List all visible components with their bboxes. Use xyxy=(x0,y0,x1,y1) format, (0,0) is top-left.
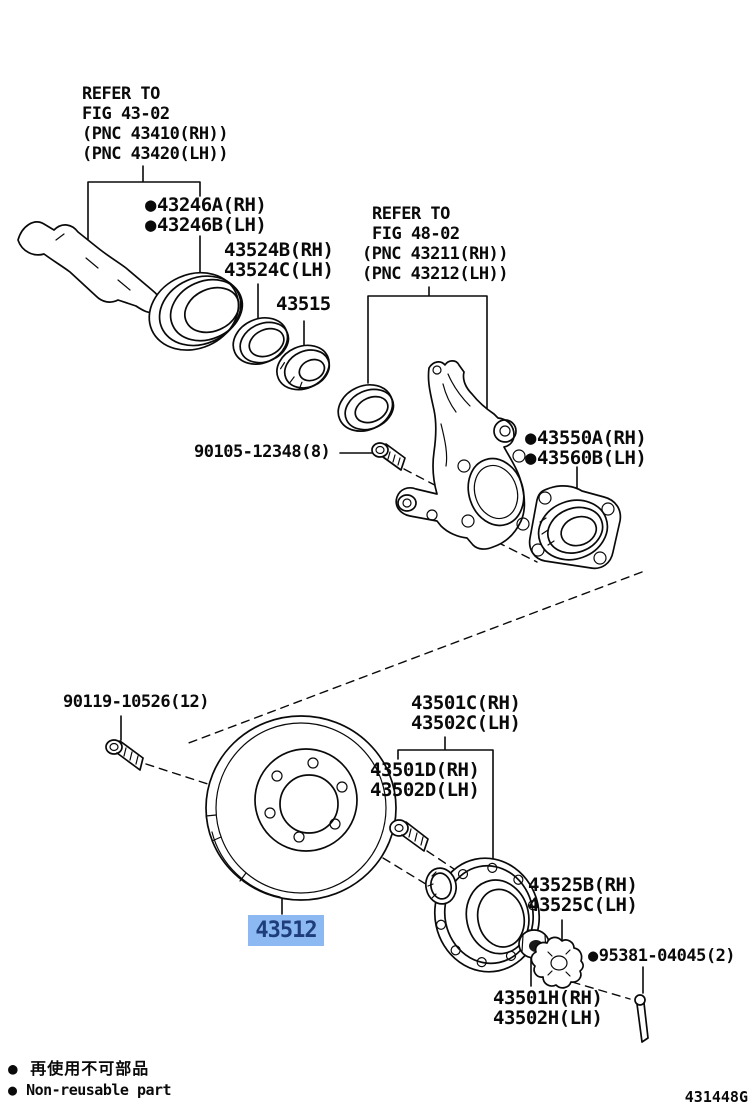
part-number: 43560B(LH) xyxy=(536,447,647,469)
refer-line: (PNC 43212(LH)) xyxy=(362,264,509,284)
part-number: 90105-12348(8) xyxy=(194,442,331,462)
non-reusable-bullet: ● xyxy=(145,194,156,216)
part-number: 43246B(LH) xyxy=(156,214,267,236)
knuckle-bolt-drawing xyxy=(371,442,406,471)
part-label-43550[interactable]: ●43550A(RH) ●43560B(LH) xyxy=(525,427,647,469)
figure-code: 431448G xyxy=(684,1088,748,1106)
refer-line: FIG 48-02 xyxy=(372,224,460,244)
part-number: 43524C(LH) xyxy=(224,259,334,281)
axle-hub-snout-drawing xyxy=(425,867,457,905)
non-reusable-bullet: ● xyxy=(525,427,536,449)
refer-line: (PNC 43410(RH)) xyxy=(82,124,229,144)
steering-knuckle-drawing xyxy=(395,360,530,550)
refer-line: (PNC 43211(RH)) xyxy=(362,244,509,264)
hub-bolt-drawing xyxy=(389,819,429,852)
part-label-43515[interactable]: 43515 xyxy=(276,294,331,314)
axle-hub-drawing xyxy=(433,857,541,973)
legend-text-jp: 再使用不可部品 xyxy=(30,1059,150,1078)
part-number: 95381-04045(2) xyxy=(598,946,736,966)
part-label-43246[interactable]: ●43246A(RH) ●43246B(LH) xyxy=(145,194,267,236)
part-number: 43550A(RH) xyxy=(536,427,647,449)
inner-seal-drawing xyxy=(337,384,395,432)
part-label-95381[interactable]: ●95381-04045(2) xyxy=(588,946,736,966)
part-label-43501d[interactable]: 43501D(RH) 43502D(LH) xyxy=(370,759,480,801)
legend: ● 再使用不可部品 ● Non-reusable part xyxy=(8,1058,172,1100)
disc-bolt-drawing xyxy=(105,739,144,771)
part-number: 43525C(LH) xyxy=(528,894,638,916)
bearing-drawing xyxy=(276,344,331,391)
part-label-90119[interactable]: 90119-10526(12) xyxy=(63,692,210,712)
non-reusable-bullet: ● xyxy=(145,214,156,236)
part-label-43524[interactable]: 43524B(RH) 43524C(LH) xyxy=(224,239,334,281)
refer-line: FIG 43-02 xyxy=(82,104,170,124)
part-number: 43502D(LH) xyxy=(370,779,480,801)
non-reusable-bullet: ● xyxy=(525,447,536,469)
part-number: 43515 xyxy=(276,293,331,315)
cotter-pin-drawing xyxy=(634,994,649,1043)
refer-line: (PNC 43420(LH)) xyxy=(82,144,229,164)
refer-line: REFER TO xyxy=(372,204,450,224)
brake-disc-drawing xyxy=(205,715,397,901)
part-number: 43502H(LH) xyxy=(493,1007,603,1029)
part-number: 43512 xyxy=(255,918,317,943)
part-label-43501h[interactable]: 43501H(RH) 43502H(LH) xyxy=(493,987,603,1029)
part-number: 43524B(RH) xyxy=(224,239,334,261)
part-label-43512-highlighted[interactable]: 43512 xyxy=(248,915,324,946)
assembly-dashed-lines xyxy=(145,468,643,1000)
oil-seal-drawing xyxy=(232,317,290,365)
refer-note-fig43-02: REFER TO FIG 43-02 (PNC 43410(RH)) (PNC … xyxy=(82,84,229,164)
part-label-43501c[interactable]: 43501C(RH) 43502C(LH) xyxy=(411,692,521,734)
non-reusable-bullet: ● xyxy=(8,1081,17,1099)
part-number: 43501C(RH) xyxy=(411,692,521,714)
drive-shaft-drawing xyxy=(17,221,164,314)
hub-bearing-drawing xyxy=(528,485,622,570)
part-label-43525[interactable]: 43525B(RH) 43525C(LH) xyxy=(528,874,638,916)
part-label-90105[interactable]: 90105-12348(8) xyxy=(194,442,331,462)
dust-deflector-drawing xyxy=(148,271,244,351)
part-number: 43502C(LH) xyxy=(411,712,521,734)
part-number: 43525B(RH) xyxy=(528,874,638,896)
non-reusable-bullet: ● xyxy=(588,946,598,966)
non-reusable-bullet: ● xyxy=(8,1059,19,1078)
part-number: 43501D(RH) xyxy=(370,759,480,781)
refer-line: REFER TO xyxy=(82,84,160,104)
refer-note-fig48-02: REFER TO FIG 48-02 (PNC 43211(RH)) (PNC … xyxy=(362,204,509,284)
legend-text-en: Non-reusable part xyxy=(26,1081,172,1099)
part-number: 90119-10526(12) xyxy=(63,692,210,712)
part-number: 43501H(RH) xyxy=(493,987,603,1009)
lock-cap-drawing xyxy=(530,936,584,989)
part-number: 43246A(RH) xyxy=(156,194,267,216)
